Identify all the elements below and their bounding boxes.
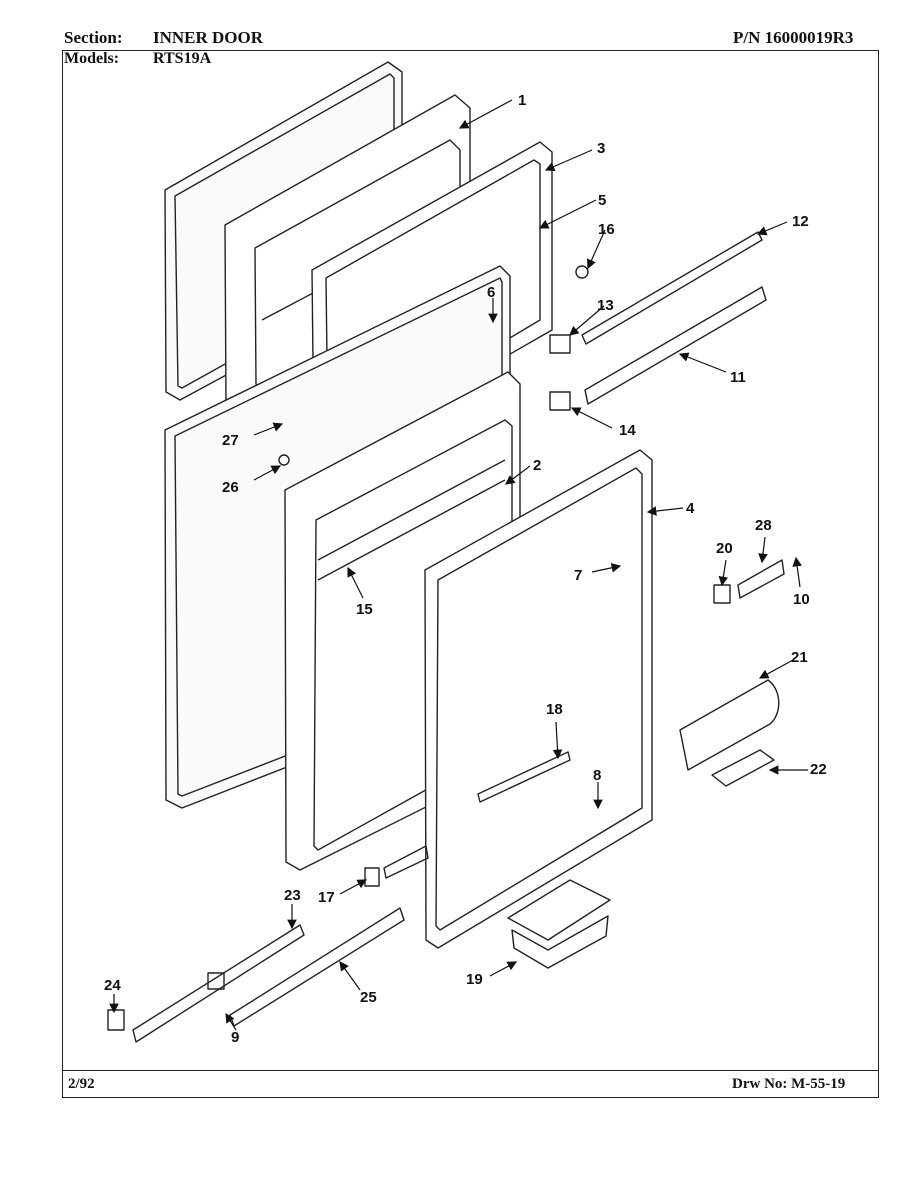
callout-23: 23 xyxy=(284,887,301,904)
footer-divider xyxy=(62,1070,879,1071)
callout-22: 22 xyxy=(810,761,827,778)
callout-2: 2 xyxy=(533,457,541,474)
models-value: RTS19A xyxy=(153,50,212,67)
callout-11: 11 xyxy=(730,369,746,386)
callout-5: 5 xyxy=(598,192,606,209)
callout-21: 21 xyxy=(791,649,808,666)
callout-1: 1 xyxy=(518,92,526,109)
callout-4: 4 xyxy=(686,500,695,517)
callout-28: 28 xyxy=(755,517,772,534)
callout-19: 19 xyxy=(466,971,483,988)
callout-8: 8 xyxy=(593,767,601,784)
callout-17: 17 xyxy=(318,889,335,906)
callout-26: 26 xyxy=(222,479,239,496)
callout-18: 18 xyxy=(546,701,563,718)
callout-6: 6 xyxy=(487,284,495,301)
diagram-frame xyxy=(62,50,879,1098)
section-label: Section: xyxy=(64,28,123,47)
callout-12: 12 xyxy=(792,213,809,230)
footer-date: 2/92 xyxy=(68,1076,95,1092)
callout-7: 7 xyxy=(574,567,582,584)
callout-20: 20 xyxy=(716,540,733,557)
callout-14: 14 xyxy=(619,422,636,439)
callout-10: 10 xyxy=(793,591,810,608)
callout-9: 9 xyxy=(231,1029,239,1046)
callout-15: 15 xyxy=(356,601,373,618)
part-4-lower-gasket xyxy=(424,449,653,949)
callout-27: 27 xyxy=(222,432,239,449)
part-number: P/N 16000019R3 xyxy=(733,28,854,47)
callout-13: 13 xyxy=(597,297,614,314)
section-title: INNER DOOR xyxy=(153,28,264,47)
drawing-number: Drw No: M-55-19 xyxy=(732,1076,846,1092)
callout-3: 3 xyxy=(597,140,605,157)
models-label: Models: xyxy=(64,50,120,67)
callout-24: 24 xyxy=(104,977,121,994)
callout-25: 25 xyxy=(360,989,377,1006)
callout-16: 16 xyxy=(598,221,615,238)
